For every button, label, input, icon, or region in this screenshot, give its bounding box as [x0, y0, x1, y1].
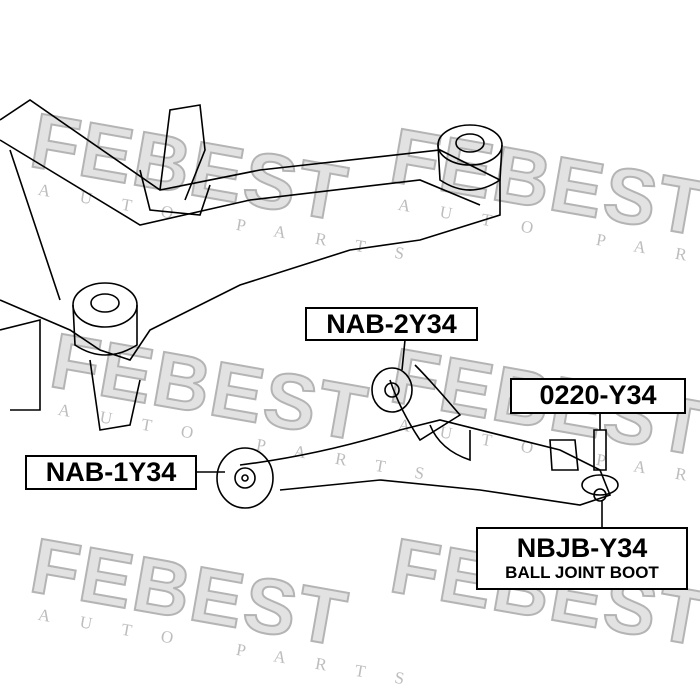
part-label-nbjb-y34[interactable]: NBJB-Y34 BALL JOINT BOOT: [476, 527, 688, 590]
front-mount-bushing: [72, 282, 138, 356]
lower-control-arm: [216, 364, 612, 509]
part-label-nab-1y34[interactable]: NAB-1Y34: [25, 455, 197, 490]
leader-lines: [197, 339, 603, 527]
rear-mount-bushing: [437, 124, 503, 191]
part-description: BALL JOINT BOOT: [505, 563, 659, 582]
part-label-nab-2y34[interactable]: NAB-2Y34: [305, 307, 478, 341]
part-number: NBJB-Y34: [516, 533, 648, 563]
ball-joint: [581, 429, 619, 502]
subframe: [0, 99, 501, 431]
part-label-0220-y34[interactable]: 0220-Y34: [510, 378, 686, 414]
